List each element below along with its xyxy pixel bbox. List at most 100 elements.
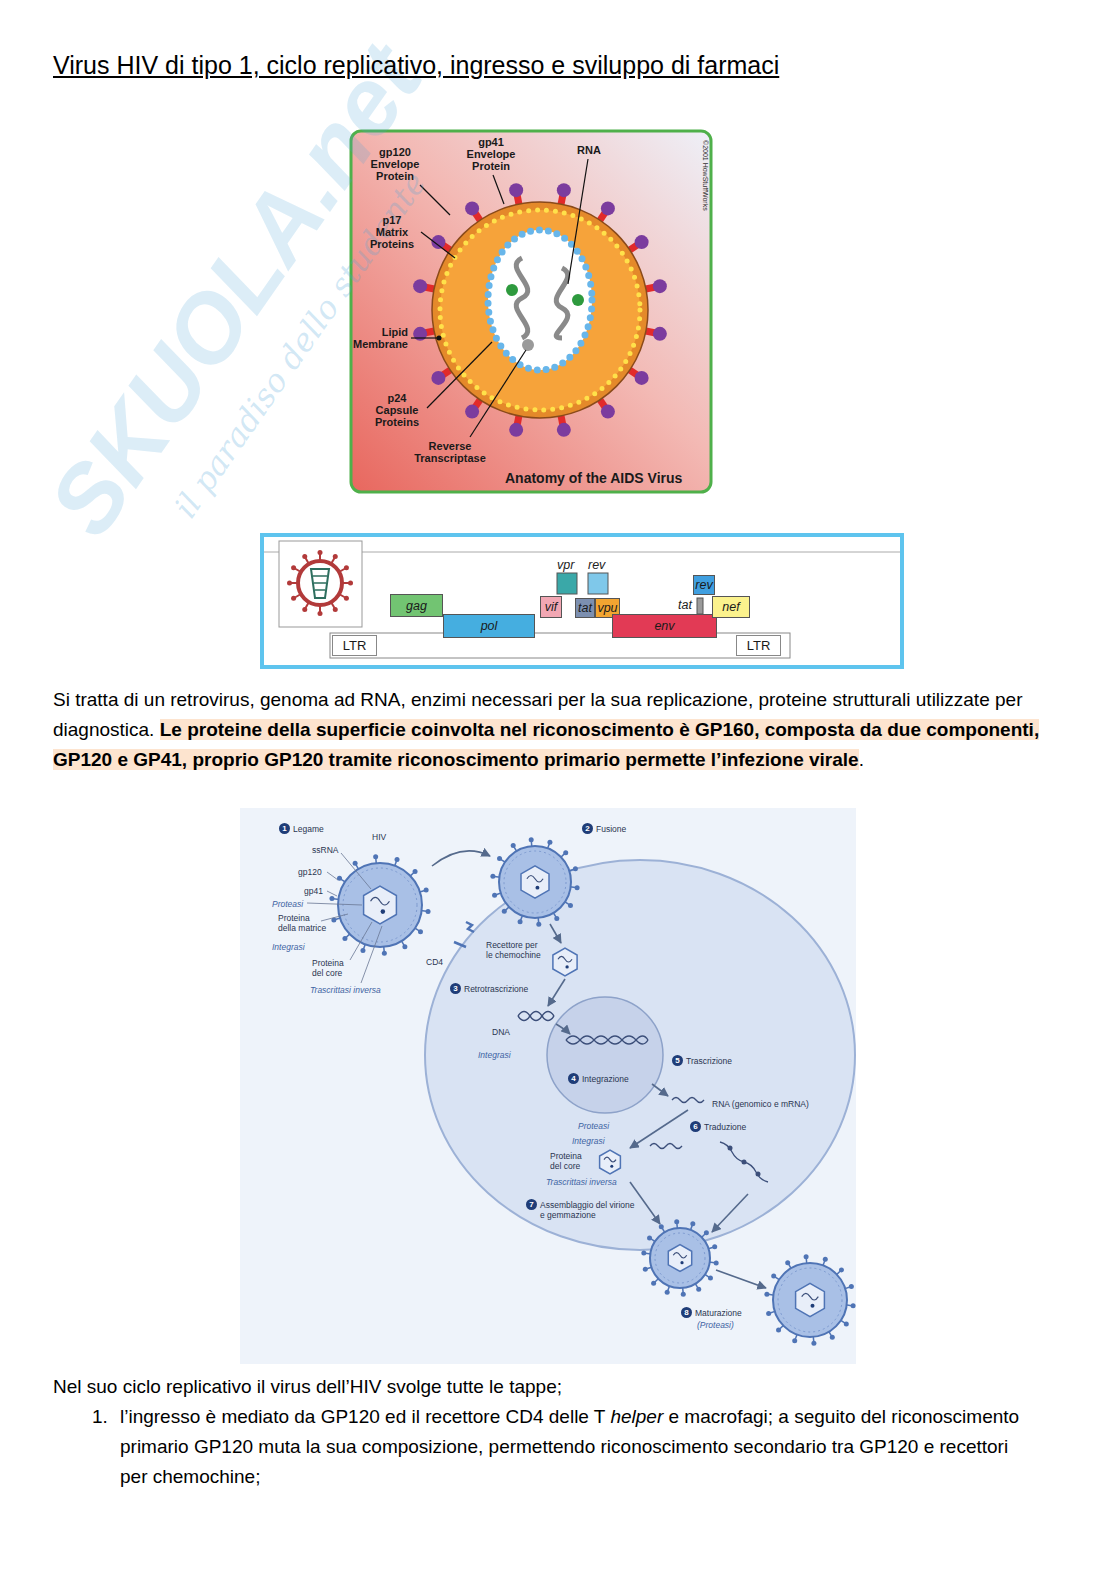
spike-knob (344, 596, 349, 601)
callout-number: 3 (450, 983, 461, 994)
spike-knob (839, 1267, 844, 1272)
spike-knob (601, 405, 615, 419)
dna-helix (518, 1012, 648, 1045)
spike-knob (511, 843, 516, 848)
matrix-layer (655, 1233, 705, 1283)
spike-knob (318, 611, 323, 616)
step-label: Integrazione (582, 1074, 629, 1084)
icon-spikes (287, 550, 353, 616)
gene-label: vpr (557, 558, 574, 572)
virion-envelope (773, 1263, 847, 1337)
enzyme-dot (535, 886, 539, 890)
step-label: Trascrizione (686, 1056, 732, 1066)
spike-knob (844, 1321, 849, 1326)
icon-capsid-stripes (313, 576, 327, 590)
spike-knob (465, 201, 479, 215)
enzyme-label: Integrasi (478, 1050, 511, 1060)
callout-number: 4 (568, 1073, 579, 1084)
spike-knob (557, 423, 571, 437)
spike-knob (792, 1338, 797, 1343)
body-text: Nel suo ciclo replicativo il virus dell’… (53, 1372, 562, 1402)
capsid (488, 230, 592, 370)
rna-waves (650, 1098, 768, 1183)
spike-knob (641, 1251, 646, 1256)
cycle-arrows (432, 851, 766, 1288)
icon-box (279, 541, 362, 627)
node-text: vpu (597, 601, 617, 615)
enzyme-label: Trascrittasi inversa (546, 1177, 617, 1187)
spike-knob (490, 874, 495, 879)
rna-strand (604, 1157, 616, 1162)
spike-knob (291, 596, 296, 601)
spike-knob (373, 854, 378, 859)
virus-part-label: p24 Capsule Proteins (370, 392, 424, 428)
virion-envelope (338, 863, 422, 947)
spike-knob (497, 856, 502, 861)
rna-strand (673, 1253, 687, 1258)
spike-knob (681, 1292, 686, 1297)
receptor-label: Recettore per le chemochine (486, 940, 542, 960)
list-number: 1. (92, 1402, 108, 1432)
virion-envelope (650, 1228, 710, 1288)
icon-capsid (311, 569, 329, 598)
lipid-membrane (432, 202, 648, 418)
enzyme-dot (810, 1304, 814, 1308)
envelope-spikes (413, 183, 667, 437)
matrix-layer (778, 1268, 842, 1332)
receptor-label: CD4 (426, 957, 443, 967)
gene-box: tat (575, 598, 595, 618)
spike-knob (333, 607, 338, 612)
spike-knob (426, 909, 431, 914)
rna-strand (516, 258, 528, 338)
spike-knob (536, 922, 541, 927)
spike-knob (659, 1224, 664, 1229)
figure-ground (240, 808, 856, 1364)
spike-knob (344, 565, 349, 570)
spike-knob (353, 861, 358, 866)
receptors (454, 922, 474, 947)
spike-knob (568, 903, 573, 908)
part-label: gp120 (298, 867, 322, 877)
virions (329, 837, 855, 1346)
body-text: . (859, 749, 864, 770)
icon-virus (298, 561, 342, 605)
spike-knob (492, 893, 497, 898)
gene-box: vif (540, 596, 562, 618)
spike-knob (766, 1311, 771, 1316)
gene-box: rev (693, 575, 715, 595)
callout-number: 8 (681, 1307, 692, 1318)
virus-part-label: RNA (574, 144, 604, 156)
spike-knob (402, 944, 407, 949)
rna-strand (556, 268, 568, 338)
spike-knob (647, 1235, 652, 1240)
spike-knob (509, 423, 523, 437)
spike-knob (431, 371, 445, 385)
spike-knob (643, 1267, 648, 1272)
spike-knob (382, 951, 387, 956)
gene-label: tat (678, 598, 692, 612)
node-text: gag (406, 599, 427, 613)
spike-knob (708, 1276, 713, 1281)
virus-part-label: p17 Matrix Proteins (366, 214, 418, 250)
node-text: rev (695, 578, 712, 592)
spike-knob (764, 1292, 769, 1297)
part-label: Proteina della matrice (278, 913, 328, 933)
enzyme-label: (Proteasi) (697, 1320, 734, 1330)
nucleus (547, 997, 663, 1113)
spike-knob (851, 1303, 856, 1308)
spike-knob (651, 1281, 656, 1286)
gene-box: pol (443, 614, 535, 638)
spike-knob (360, 948, 365, 953)
virion-envelope (499, 846, 571, 918)
gene-block (697, 598, 703, 614)
node-text: LTR (747, 638, 771, 653)
spike-knob (413, 279, 427, 293)
spike-knob (348, 581, 353, 586)
list-text: helper (610, 1406, 663, 1427)
step-label: Traduzione (704, 1122, 746, 1132)
gene-box: env (612, 614, 717, 638)
capsid (668, 1245, 691, 1272)
callout-number: 7 (526, 1199, 537, 1210)
node-text: pol (481, 619, 498, 633)
enzyme-dot (565, 965, 568, 968)
